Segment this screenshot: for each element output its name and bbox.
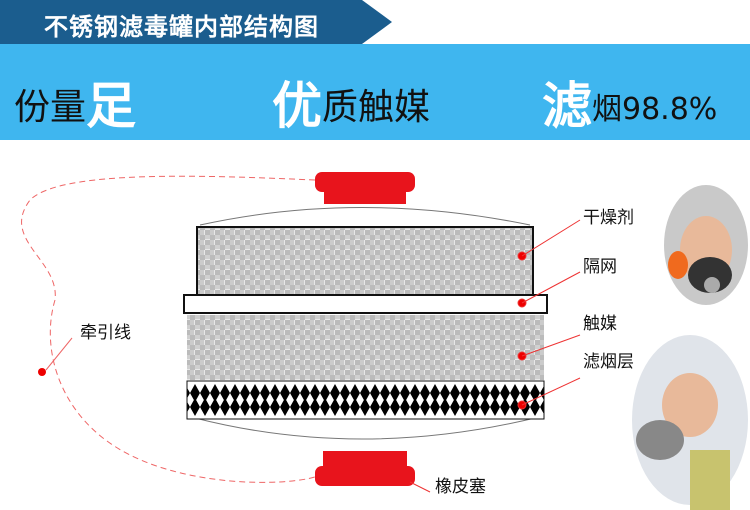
slogan-filter: 滤烟98.8% [542,77,718,135]
slogan-quantity: 份量足 [14,77,137,135]
mask-photo-bottom [632,335,748,510]
mesh-layer [183,294,548,314]
slogan-band: 份量足 优质触媒 滤烟98.8% [0,44,750,140]
bottom-rubber-plug [323,451,407,467]
pull-cord-dot [38,368,46,376]
smoke-filter-layer [186,380,545,420]
title: 不锈钢滤毒罐内部结构图 [44,13,319,41]
slogan-catalyst: 优质触媒 [272,77,431,135]
label-mesh: 隔网 [583,257,617,277]
top-rubber-plug [315,172,415,192]
label-rubber-plug: 橡皮塞 [435,477,486,497]
label-catalyst: 触媒 [583,314,617,334]
catalyst-layer [187,315,544,380]
label-pull-cord: 牵引线 [80,323,131,343]
desiccant-layer [196,226,534,296]
label-desiccant: 干燥剂 [583,208,634,228]
label-smoke-filter: 滤烟层 [583,352,634,372]
mask-photo-top [664,185,748,305]
title-banner: 不锈钢滤毒罐内部结构图 [0,0,392,44]
